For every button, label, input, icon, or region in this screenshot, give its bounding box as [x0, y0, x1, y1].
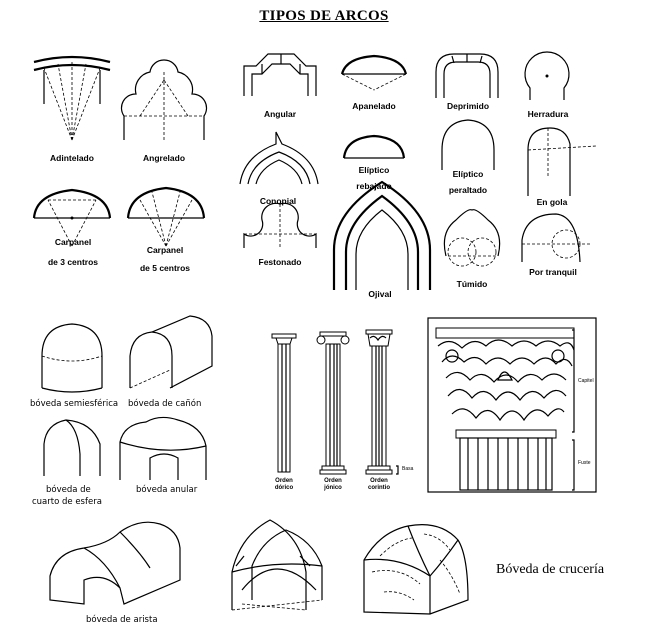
label-tumido: Túmido [456, 279, 488, 289]
carpanel-5-arch-drawing [126, 186, 206, 247]
adintelado-arch-drawing [33, 55, 111, 141]
label-boveda-arista: bóveda de arista [86, 615, 158, 625]
label-carpanel-3-line2: de 3 centros [47, 257, 99, 267]
label-orden-dorico-line1: Orden [275, 478, 293, 484]
label-carpanel-3-line1: Carpanel [54, 237, 92, 247]
boveda-canon-drawing [129, 315, 213, 389]
label-conopial: Conopial [259, 196, 297, 206]
label-boveda-anular: bóveda anular [136, 485, 198, 495]
label-festonado: Festonado [258, 257, 302, 267]
label-boveda-canon: bóveda de cañón [128, 399, 202, 409]
label-en-gola: En gola [536, 197, 568, 207]
orden-jonico-column [316, 331, 350, 475]
angrelado-arch-drawing [120, 59, 208, 140]
label-eliptico-peraltado-line2: peraltado [448, 185, 488, 195]
label-eliptico-rebajado-line1: Elíptico [358, 165, 390, 175]
label-eliptico-rebajado-line2: rebajado [356, 181, 392, 191]
label-boveda-cuarto-esfera-line1: bóveda de [46, 485, 91, 495]
label-ojival: Ojival [368, 289, 392, 299]
boveda-cruceria-stone-drawing [363, 524, 469, 615]
label-angrelado: Angrelado [142, 153, 186, 163]
angular-arch-drawing [243, 53, 317, 96]
label-carpanel-5-line2: de 5 centros [139, 263, 191, 273]
orden-corintio-column [365, 329, 399, 475]
tumido-arch-drawing [443, 209, 501, 267]
orden-dorico-column [271, 333, 297, 473]
label-carpanel-5-line1: Carpanel [146, 245, 184, 255]
label-boveda-semiesferica: bóveda semiesférica [30, 399, 119, 409]
label-por-tranquil: Por tranquil [529, 267, 577, 277]
label-herradura: Herradura [527, 109, 569, 119]
boveda-arista-drawing [49, 521, 181, 605]
label-boveda-cruceria: Bóveda de crucería [496, 562, 605, 577]
boveda-semiesferica-drawing [41, 323, 103, 393]
label-deprimido: Deprimido [446, 101, 490, 111]
label-fuste: Fuste [578, 460, 591, 466]
carpanel-3-arch-drawing [32, 188, 112, 247]
boveda-cruceria-ribs-drawing [231, 519, 323, 611]
label-eliptico-peraltado-line1: Elíptico [452, 169, 484, 179]
boveda-cuarto-esfera-drawing [43, 419, 101, 476]
label-orden-corintio-line2: corintio [368, 485, 390, 491]
label-orden-corintio-line1: Orden [370, 478, 388, 484]
deprimido-arch-drawing [435, 53, 499, 98]
apanelado-arch-drawing [340, 54, 408, 91]
eliptico-peraltado-arch-drawing [441, 119, 495, 170]
label-orden-jonico-line2: jónico [324, 485, 342, 491]
label-capitel: Capitel [578, 378, 594, 384]
label-apanelado: Apanelado [352, 101, 396, 111]
label-boveda-cuarto-esfera-line2: cuarto de esfera [32, 497, 102, 507]
capitel-corintio-detail [427, 317, 597, 493]
label-adintelado: Adintelado [50, 153, 94, 163]
ojival-arch-drawing [332, 180, 432, 290]
conopial-arch-drawing [239, 131, 319, 185]
boveda-anular-drawing [119, 416, 207, 480]
label-basa: Basa [402, 466, 414, 472]
label-angular: Angular [263, 109, 297, 119]
en-gola-arch-drawing [527, 127, 597, 196]
festonado-arch-drawing [243, 202, 317, 248]
herradura-arch-drawing [524, 51, 570, 100]
page-title: TIPOS DE ARCOS [259, 8, 389, 24]
label-orden-jonico-line1: Orden [324, 478, 342, 484]
eliptico-rebajado-arch-drawing [342, 134, 406, 159]
label-orden-dorico-line2: dórico [274, 485, 294, 491]
por-tranquil-arch-drawing [521, 213, 590, 263]
